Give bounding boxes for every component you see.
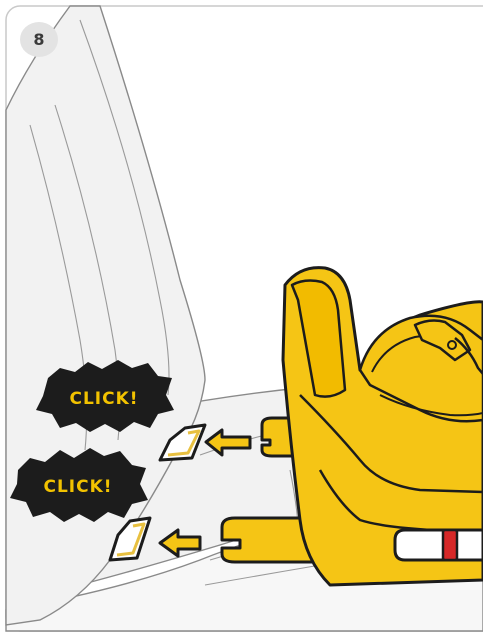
- click-callout-upper-text: CLICK!: [69, 389, 138, 409]
- click-burst-lower: CLICK!: [10, 448, 148, 522]
- arrow-lower-icon: [158, 528, 202, 558]
- release-button-indicator: [441, 528, 459, 562]
- isofix-anchor-upper: [158, 423, 207, 462]
- child-seat-base: [220, 266, 483, 587]
- seat-lock-mechanism: [413, 319, 472, 362]
- click-burst-upper: CLICK!: [36, 360, 174, 432]
- isofix-anchor-lower: [108, 516, 152, 562]
- step-number-badge: 8: [20, 22, 58, 57]
- arrow-upper-icon: [204, 428, 252, 457]
- release-handle-slot: [393, 528, 483, 562]
- click-callout-lower-text: CLICK!: [43, 477, 112, 497]
